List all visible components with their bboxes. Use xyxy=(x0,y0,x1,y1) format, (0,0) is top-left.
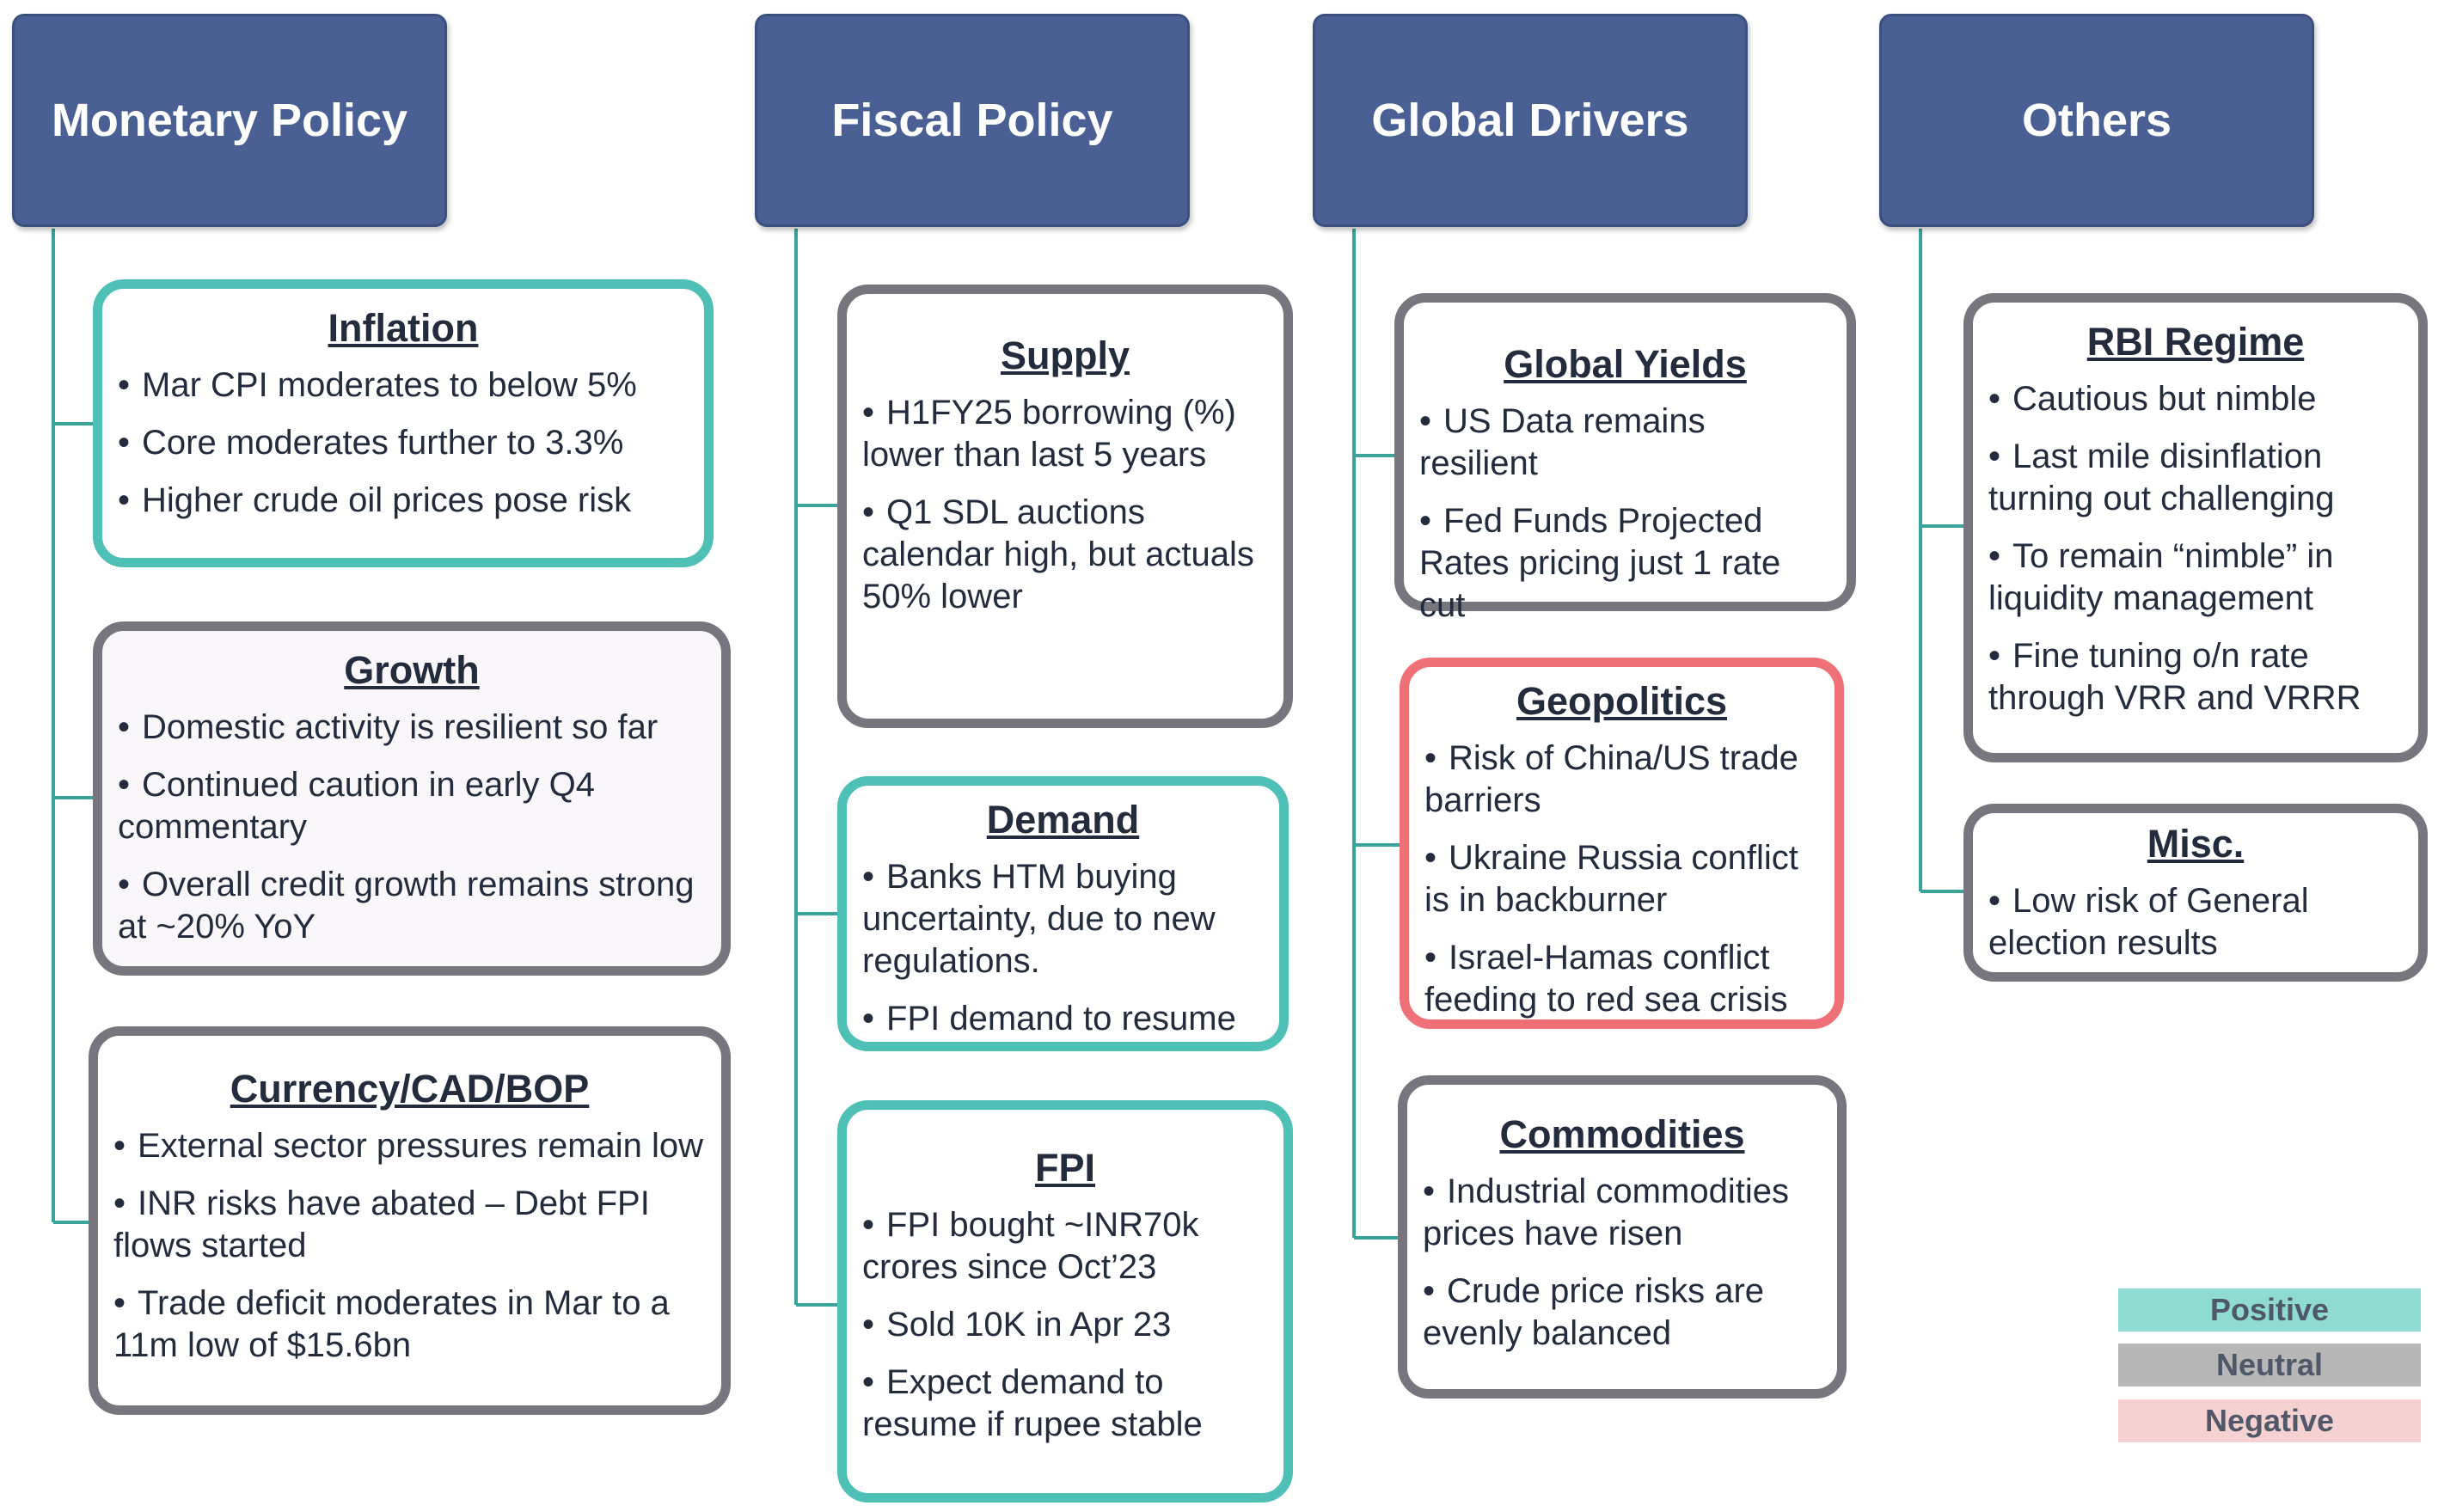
box-inflation: Inflation Mar CPI moderates to below 5% … xyxy=(93,279,714,567)
bullet: Sold 10K in Apr 23 xyxy=(862,1304,1268,1346)
bullet: Fine tuning o/n rate through VRR and VRR… xyxy=(1988,635,2403,719)
box-title: Commodities xyxy=(1499,1112,1745,1156)
bullet: FPI bought ~INR70k crores since Oct’23 xyxy=(862,1204,1268,1289)
bullet: US Data remains resilient xyxy=(1419,401,1831,485)
box-title: Growth xyxy=(344,648,480,692)
bullet: Ukraine Russia conflict is in backburner xyxy=(1424,837,1819,921)
header-global-drivers: Global Drivers xyxy=(1313,14,1748,227)
box-currency-cad-bop: Currency/CAD/BOP External sector pressur… xyxy=(89,1026,731,1415)
box-title: Currency/CAD/BOP xyxy=(230,1067,590,1111)
box-title: Demand xyxy=(986,798,1140,842)
box-title: Geopolitics xyxy=(1516,679,1728,723)
bullet: Core moderates further to 3.3% xyxy=(118,422,689,464)
box-growth: Growth Domestic activity is resilient so… xyxy=(93,621,731,976)
box-title: FPI xyxy=(1034,1146,1095,1190)
bullet: INR risks have abated – Debt FPI flows s… xyxy=(113,1183,706,1267)
bullet: Crude price risks are evenly balanced xyxy=(1423,1270,1822,1355)
box-fpi: FPI FPI bought ~INR70k crores since Oct’… xyxy=(837,1100,1293,1503)
header-title: Monetary Policy xyxy=(51,95,408,146)
legend-neutral: Neutral xyxy=(2118,1344,2421,1387)
bullet: Higher crude oil prices pose risk xyxy=(118,480,689,522)
bullet: Banks HTM buying uncertainty, due to new… xyxy=(862,856,1264,982)
box-global-yields: Global Yields US Data remains resilient … xyxy=(1394,293,1856,624)
header-fiscal-policy: Fiscal Policy xyxy=(755,14,1190,227)
header-title: Others xyxy=(2021,95,2172,146)
box-title: Misc. xyxy=(2147,822,2245,866)
bullet: To remain “nimble” in liquidity manageme… xyxy=(1988,536,2403,620)
box-demand: Demand Banks HTM buying uncertainty, due… xyxy=(837,776,1289,1051)
box-title: Global Yields xyxy=(1504,342,1747,386)
bullet: Mar CPI moderates to below 5% xyxy=(118,364,689,407)
box-commodities: Commodities Industrial commodities price… xyxy=(1398,1075,1847,1399)
legend-label: Negative xyxy=(2204,1403,2335,1438)
legend-label: Positive xyxy=(2209,1292,2330,1327)
bullet: Expect demand to resume if rupee stable xyxy=(862,1362,1268,1446)
box-rbi-regime: RBI Regime Cautious but nimble Last mile… xyxy=(1963,293,2428,762)
bullet: Trade deficit moderates in Mar to a 11m … xyxy=(113,1282,706,1367)
bullet: Cautious but nimble xyxy=(1988,378,2403,420)
legend-label: Neutral xyxy=(2215,1347,2324,1382)
header-monetary-policy: Monetary Policy xyxy=(12,14,447,227)
bullet: Last mile disinflation turning out chall… xyxy=(1988,436,2403,520)
bullet: External sector pressures remain low xyxy=(113,1125,706,1167)
bullet: Low risk of General election results xyxy=(1988,880,2403,964)
legend-negative: Negative xyxy=(2118,1399,2421,1442)
bullet: Industrial commodities prices have risen xyxy=(1423,1171,1822,1255)
box-title: RBI Regime xyxy=(2086,320,2305,364)
header-title: Global Drivers xyxy=(1371,95,1689,146)
box-title: Inflation xyxy=(328,306,479,350)
bullet: Fed Funds Projected Rates pricing just 1… xyxy=(1419,500,1831,627)
box-title: Supply xyxy=(1000,334,1130,377)
bullet: Overall credit growth remains strong at … xyxy=(118,864,706,948)
legend-positive: Positive xyxy=(2118,1289,2421,1331)
box-geopolitics: Geopolitics Risk of China/US trade barri… xyxy=(1400,658,1844,1029)
box-misc: Misc. Low risk of General election resul… xyxy=(1963,804,2428,982)
bullet: FPI demand to resume xyxy=(862,998,1264,1040)
header-title: Fiscal Policy xyxy=(831,95,1113,146)
bullet: Israel-Hamas conflict feeding to red sea… xyxy=(1424,937,1819,1021)
bullet: Risk of China/US trade barriers xyxy=(1424,738,1819,822)
bullet: H1FY25 borrowing (%) lower than last 5 y… xyxy=(862,392,1268,476)
bullet: Continued caution in early Q4 commentary xyxy=(118,764,706,848)
box-supply: Supply H1FY25 borrowing (%) lower than l… xyxy=(837,285,1293,728)
bullet: Domestic activity is resilient so far xyxy=(118,707,706,749)
header-others: Others xyxy=(1879,14,2314,227)
bullet: Q1 SDL auctions calendar high, but actua… xyxy=(862,492,1268,618)
